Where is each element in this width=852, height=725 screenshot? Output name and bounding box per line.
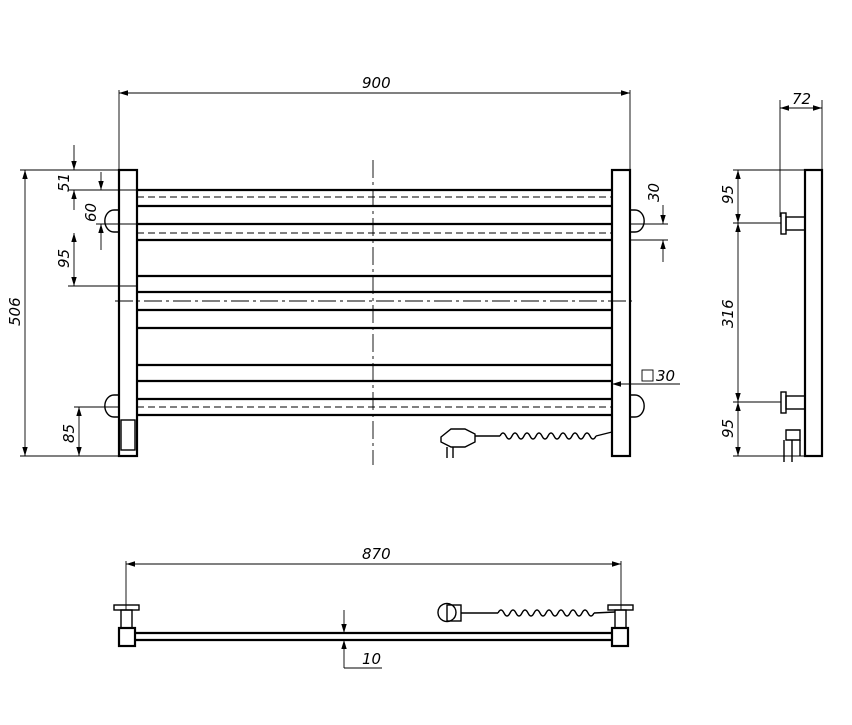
dim-side-mount-spacing: 316 [719, 299, 737, 328]
right-top-bracket [630, 209, 645, 233]
dim-plan-width: 870 [362, 545, 391, 563]
left-collector [117, 168, 139, 458]
dim-tube-size: 30 [645, 183, 663, 202]
dim-bracket-offset: 95 [55, 249, 73, 268]
dim-front-width: 900 [362, 74, 391, 92]
dim-collector-profile: 30 [656, 367, 675, 385]
dim-bar-spacing: 60 [82, 203, 100, 222]
dim-bottom-offset: 85 [60, 424, 78, 443]
dim-side-top: 95 [719, 185, 737, 204]
square-symbol [641, 369, 654, 382]
right-collector [610, 168, 632, 458]
front-view: 900 506 51 60 95 85 30 30 [6, 74, 680, 465]
plan-heating-cable [437, 602, 616, 623]
dim-front-height: 506 [6, 297, 24, 326]
plan-view: 870 10 [113, 545, 634, 669]
dim-plan-offset: 10 [362, 650, 381, 668]
dim-top-offset: 51 [55, 173, 73, 192]
dim-side-bottom: 95 [719, 419, 737, 438]
side-collector [803, 168, 824, 458]
left-bottom-bracket [104, 394, 119, 418]
side-view: 72 95 316 95 [719, 90, 824, 462]
right-bottom-bracket [630, 394, 645, 418]
horizontal-bars [137, 188, 612, 417]
left-top-bracket [104, 209, 119, 233]
heating-cable [440, 428, 613, 458]
dim-side-depth: 72 [792, 90, 811, 108]
left-collector-cap [120, 419, 136, 451]
